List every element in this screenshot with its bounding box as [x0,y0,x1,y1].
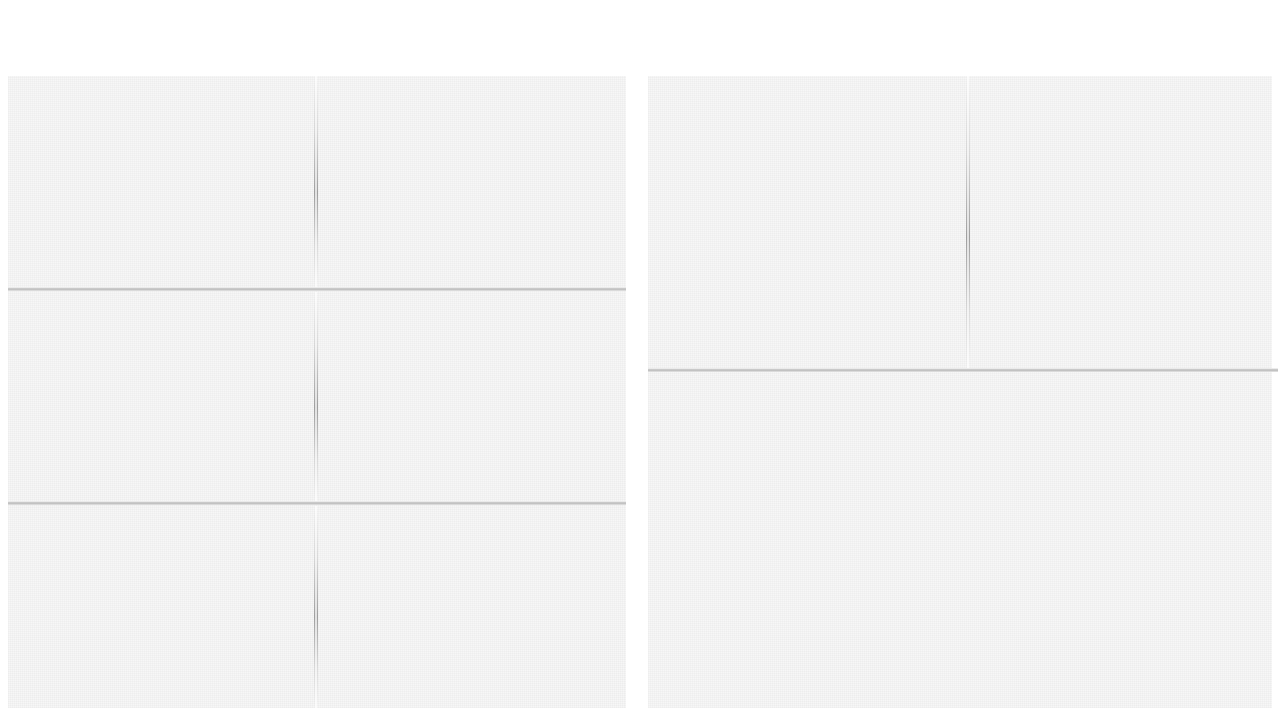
left-vertical-divider-top [314,76,318,288]
left-tile-3[interactable] [8,292,316,502]
right-vertical-divider [966,76,970,370]
left-tile-6[interactable] [318,506,626,708]
left-horizontal-divider-2 [8,501,626,505]
right-tile-2[interactable] [970,76,1272,368]
left-vertical-divider-middle [314,292,318,502]
left-tile-5[interactable] [8,506,316,708]
right-tile-panel [648,76,1278,708]
left-tile-1[interactable] [8,76,316,288]
left-tile-2[interactable] [318,76,626,288]
right-tile-3[interactable] [648,373,1272,708]
right-horizontal-divider [648,368,1278,372]
left-tile-4[interactable] [318,292,626,502]
left-vertical-divider-bottom [314,506,318,708]
left-tile-panel [8,76,626,708]
right-tile-1[interactable] [648,76,966,368]
left-horizontal-divider-1 [8,287,626,291]
